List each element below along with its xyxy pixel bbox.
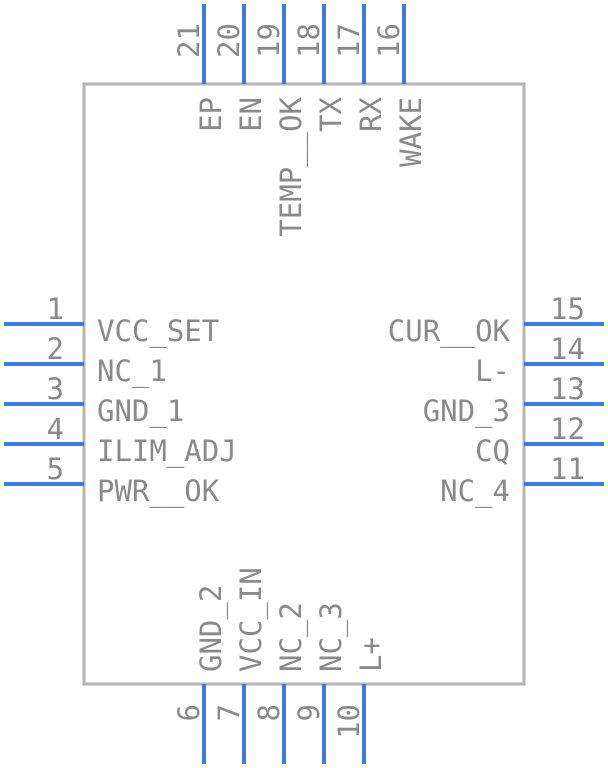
- pin-21-number: 21: [172, 23, 206, 58]
- pin-3-number: 3: [47, 372, 64, 406]
- pin-4-label: ILIM_ADJ: [97, 434, 237, 469]
- pin-19-label: TEMP__OK: [274, 96, 309, 236]
- pin-16-number: 16: [372, 23, 406, 58]
- pin-15-number: 15: [550, 292, 585, 326]
- pin-14-number: 14: [550, 332, 585, 366]
- pin-6-number: 6: [172, 704, 206, 721]
- pin-17-number: 17: [332, 23, 366, 58]
- pin-1-label: VCC_SET: [97, 314, 219, 349]
- pin-7-number: 7: [212, 704, 246, 721]
- pin-17-label: RX: [354, 96, 388, 131]
- pin-13-label: GND_3: [423, 394, 510, 429]
- pin-15-label: CUR__OK: [388, 314, 511, 349]
- pin-1-number: 1: [47, 292, 64, 326]
- pin-18-number: 18: [292, 23, 326, 58]
- pin-9-label: NC_3: [314, 602, 349, 672]
- pin-9-number: 9: [292, 704, 326, 721]
- pin-7-label: VCC_IN: [234, 567, 269, 672]
- pin-21-label: EP: [194, 97, 228, 132]
- pin-8-number: 8: [252, 704, 286, 721]
- pin-13-number: 13: [550, 372, 585, 406]
- pin-4-number: 4: [47, 412, 64, 446]
- component-body: [82, 82, 526, 686]
- pin-10-label: L+: [354, 637, 388, 672]
- pin-20-label: EN: [234, 97, 268, 132]
- pin-2-label: NC_1: [97, 354, 167, 389]
- pin-14-label: L-: [475, 354, 510, 388]
- pin-12-number: 12: [550, 412, 585, 446]
- pin-12-label: CQ: [475, 434, 510, 468]
- pin-3-label: GND_1: [97, 394, 184, 429]
- pin-19-number: 19: [252, 23, 286, 58]
- pin-18-label: TX: [314, 96, 348, 131]
- pin-5-label: PWR__OK: [97, 474, 220, 509]
- pin-5-number: 5: [47, 452, 64, 486]
- pin-8-label: NC_2: [274, 602, 309, 672]
- pin-11-number: 11: [550, 452, 585, 486]
- pin-11-label: NC_4: [440, 474, 510, 509]
- pin-10-number: 10: [332, 704, 366, 739]
- pin-16-label: WAKE: [394, 97, 428, 167]
- pin-20-number: 20: [212, 23, 246, 58]
- pin-6-label: GND_2: [194, 585, 229, 672]
- pin-2-number: 2: [47, 332, 64, 366]
